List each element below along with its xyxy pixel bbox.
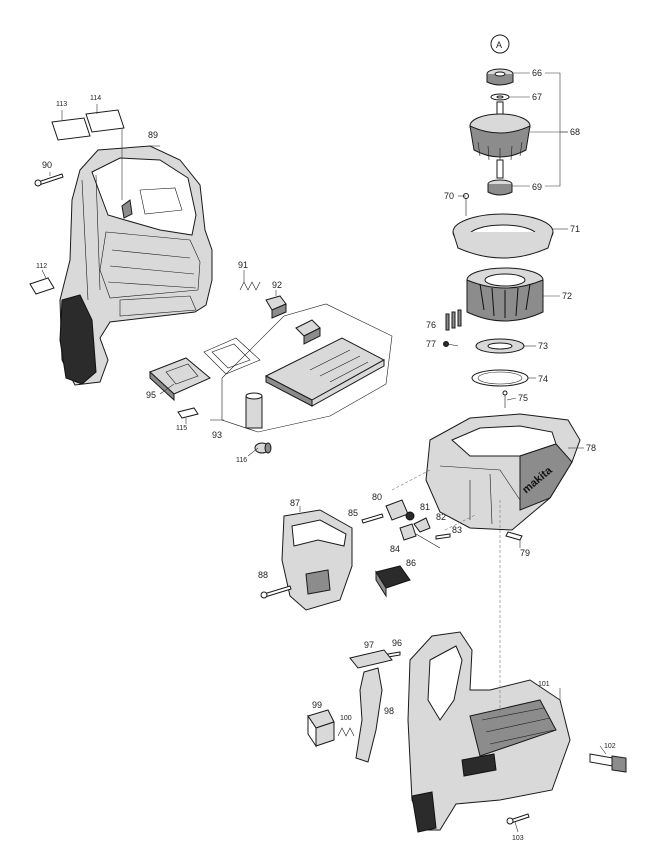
- stator-72: [466, 267, 544, 322]
- part-labels: 66 67 68 69 70 71 72 73 74 75 76 77 78 7…: [36, 68, 616, 842]
- handle-housing-101: [407, 631, 571, 833]
- controller-board-93b: [264, 337, 386, 407]
- part-label-75: 75: [518, 393, 528, 403]
- screw-70: [463, 193, 469, 216]
- part-label-102: 102: [604, 743, 616, 750]
- part-label-66: 66: [532, 68, 542, 78]
- label-plate-114: [85, 109, 125, 133]
- part-label-115: 115: [176, 425, 187, 432]
- screw-88: [260, 585, 292, 599]
- part-label-98: 98: [384, 706, 394, 716]
- lever-82: [413, 517, 431, 533]
- part-label-86: 86: [406, 558, 416, 568]
- pin-79: [505, 531, 523, 541]
- part-label-103: 103: [512, 835, 524, 842]
- bearing-69: [487, 179, 513, 196]
- switch-frame-95b: [203, 337, 261, 375]
- part-label-83: 83: [452, 525, 462, 535]
- rotor-68: [469, 101, 531, 179]
- switch-block-92: [265, 295, 287, 319]
- switch-84: [399, 523, 441, 549]
- spring-100: [337, 727, 355, 737]
- assembly-bracket-93: [221, 303, 393, 433]
- washer-67: [490, 93, 510, 101]
- part-label-85: 85: [348, 508, 358, 518]
- rear-cover-87: [281, 509, 353, 611]
- part-label-72: 72: [562, 291, 572, 301]
- part-label-90: 90: [42, 160, 52, 170]
- screw-90: [34, 173, 64, 187]
- assembly-axes: [391, 469, 501, 720]
- part-label-88: 88: [258, 570, 268, 580]
- part-label-91: 91: [238, 260, 248, 270]
- housing-left-89: [59, 145, 213, 386]
- label-plate-113: [51, 117, 91, 141]
- part-label-100: 100: [340, 715, 352, 722]
- switch-block-99: [307, 709, 335, 748]
- controller-part-93a: [295, 319, 321, 345]
- part-label-113: 113: [56, 101, 67, 108]
- part-label-70: 70: [444, 191, 454, 201]
- part-label-68: 68: [570, 127, 580, 137]
- switch-80: [385, 499, 409, 521]
- part-label-96: 96: [392, 638, 402, 648]
- part-label-80: 80: [372, 492, 382, 502]
- part-label-95: 95: [146, 390, 156, 400]
- baffle-71: [452, 213, 554, 259]
- roller-116: [254, 442, 272, 454]
- part-label-112: 112: [36, 263, 47, 270]
- part-label-78: 78: [586, 443, 596, 453]
- part-label-69: 69: [532, 182, 542, 192]
- part-label-87: 87: [290, 498, 300, 508]
- part-label-116: 116: [236, 457, 247, 464]
- pin-96: [387, 651, 401, 658]
- screw-77: [443, 341, 459, 347]
- insulator-ring-74: [471, 369, 529, 387]
- sensor-ring-73: [475, 338, 525, 354]
- part-label-79: 79: [520, 548, 530, 558]
- switch-cover-95: [149, 357, 211, 402]
- spring-91: [239, 281, 261, 291]
- label-plate-112: [29, 277, 55, 295]
- bearing-66: [486, 68, 514, 86]
- part-label-84: 84: [390, 544, 400, 554]
- part-label-82: 82: [436, 512, 446, 522]
- part-label-67: 67: [532, 92, 542, 102]
- lock-plate-97: [349, 649, 393, 669]
- screw-85: [361, 513, 384, 524]
- screw-103: [506, 813, 530, 825]
- part-label-99: 99: [312, 700, 322, 710]
- switch-button-86: [375, 565, 411, 598]
- part-label-73: 73: [538, 341, 548, 351]
- part-label-71: 71: [570, 224, 580, 234]
- screw-83: [435, 533, 451, 540]
- part-label-93: 93: [212, 430, 222, 440]
- trigger-98: [355, 667, 383, 763]
- label-115: [177, 407, 199, 419]
- part-label-81: 81: [420, 502, 430, 512]
- leader-lines: [41, 72, 607, 833]
- part-label-114: 114: [90, 95, 101, 102]
- screw-102: [589, 753, 627, 773]
- spring-81: [405, 511, 415, 521]
- terminals-76: [445, 309, 462, 331]
- part-label-74: 74: [538, 374, 548, 384]
- motor-housing-78: makita: [425, 413, 581, 531]
- cylinder-part-93c: [245, 392, 263, 429]
- part-label-101: 101: [538, 681, 550, 688]
- part-label-89: 89: [148, 130, 158, 140]
- part-label-97: 97: [364, 640, 374, 650]
- callout-circle-a: [490, 34, 510, 54]
- callout-letter-a: A: [496, 40, 502, 50]
- part-label-77: 77: [426, 339, 436, 349]
- part-label-76: 76: [426, 320, 436, 330]
- pin-75: [502, 390, 508, 408]
- part-label-92: 92: [272, 280, 282, 290]
